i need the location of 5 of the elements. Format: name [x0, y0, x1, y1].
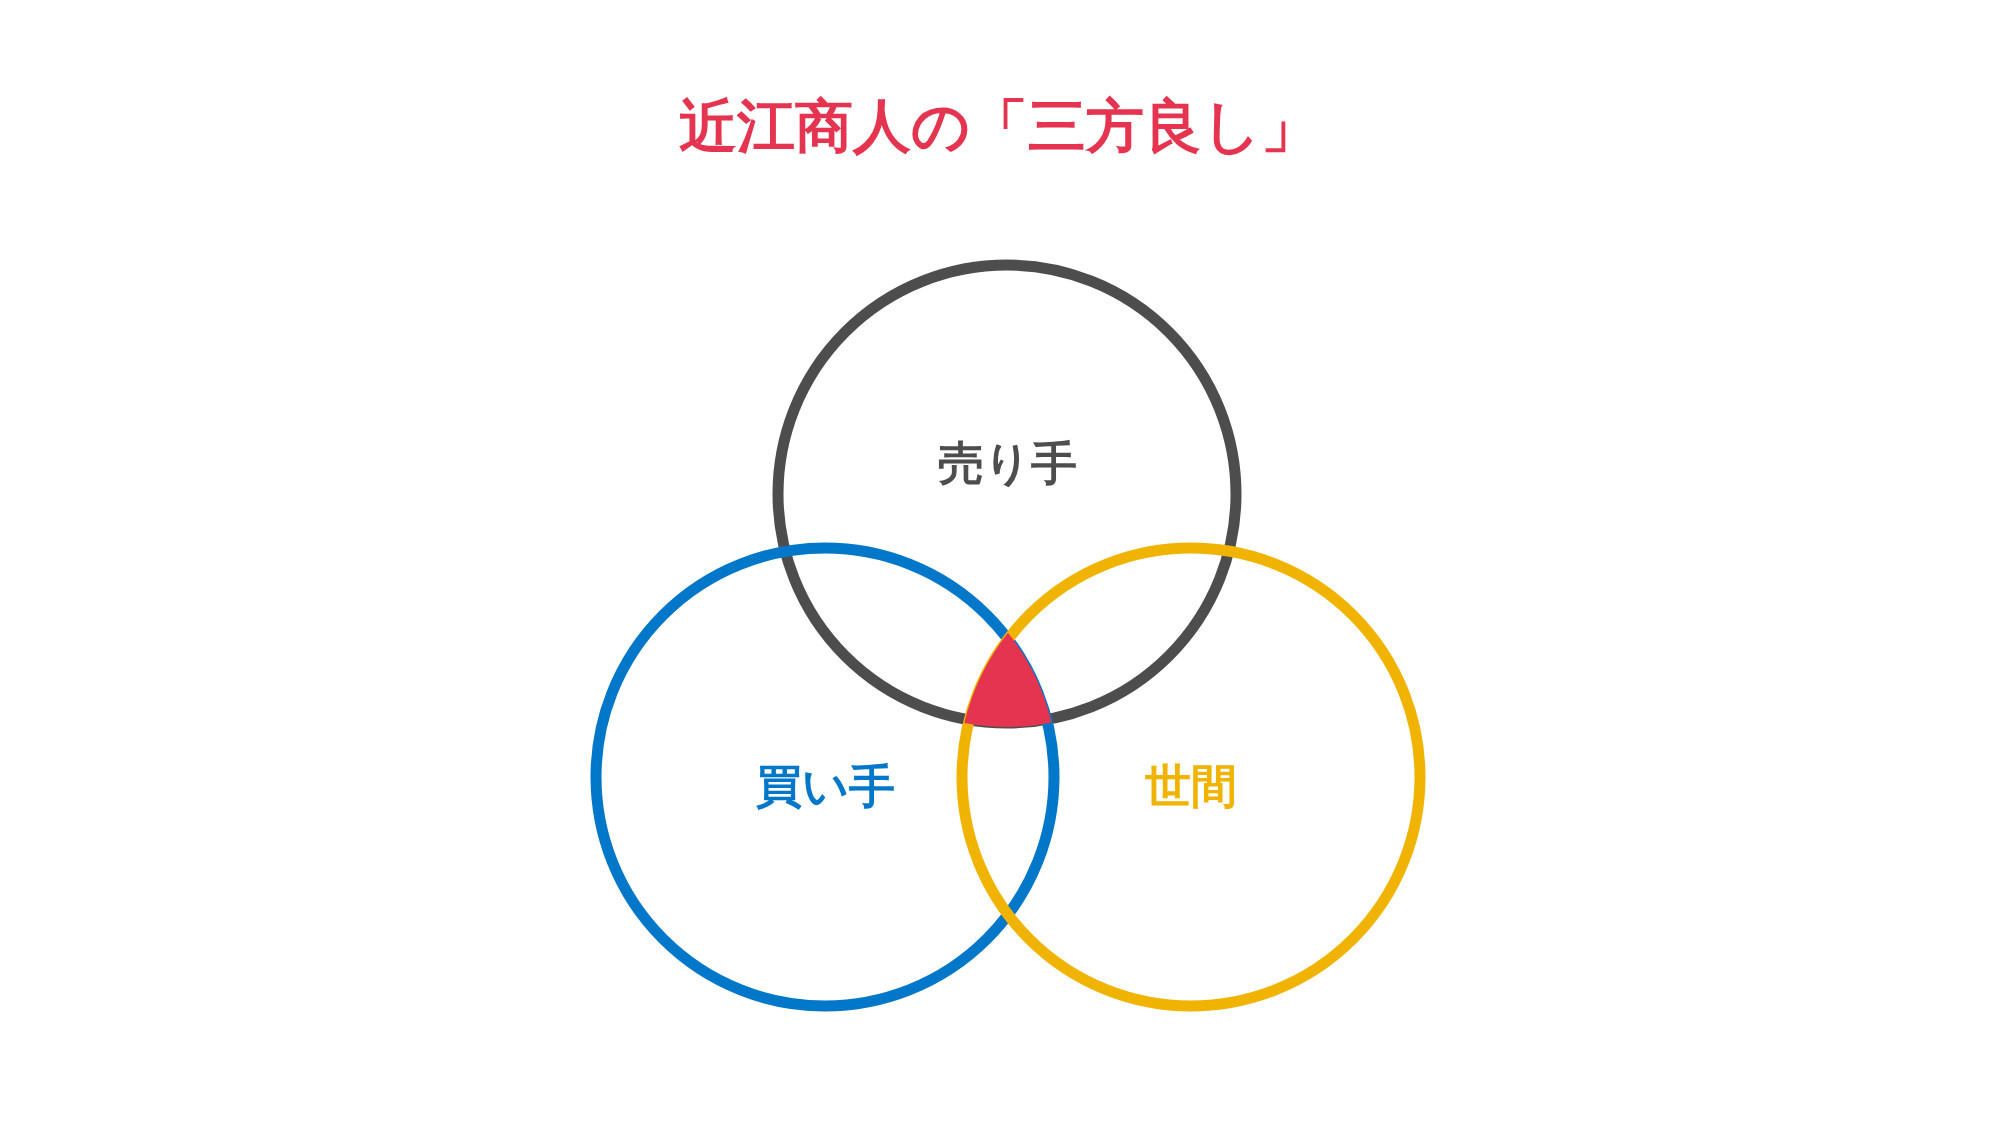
circle-label: 買い手	[755, 758, 895, 815]
title: 近江商人の「三方良し」	[678, 91, 1319, 162]
overlap-region	[964, 632, 1052, 727]
circle-label: 世間	[1145, 758, 1237, 815]
circle-label: 売り手	[937, 435, 1077, 492]
